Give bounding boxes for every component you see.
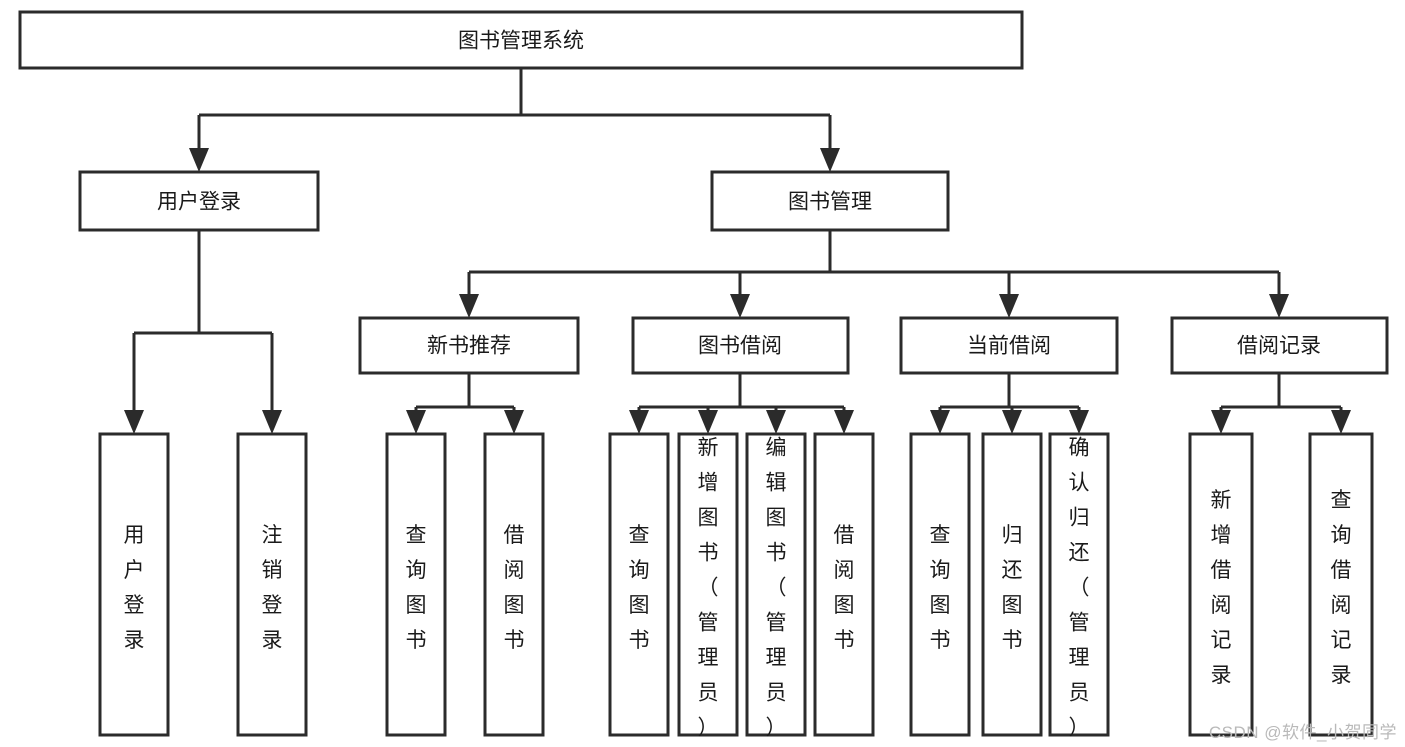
leaf-current-confirm[interactable]: 确认归还（管理员） bbox=[1048, 432, 1110, 739]
node-borrow-records-label: 借阅记录 bbox=[1237, 335, 1321, 358]
node-book-borrow[interactable]: 图书借阅 bbox=[631, 316, 850, 375]
leaf-current-query-box[interactable] bbox=[909, 432, 971, 737]
leaf-borrow-lend[interactable]: 借阅图书 bbox=[813, 432, 875, 737]
node-borrow-records[interactable]: 借阅记录 bbox=[1170, 316, 1389, 375]
leaf-user-login-label: 用户登录 bbox=[124, 524, 145, 652]
leaf-record-add[interactable]: 新增借阅记录 bbox=[1188, 432, 1254, 737]
leaf-current-return-label: 归还图书 bbox=[1002, 524, 1023, 652]
node-book-management-label: 图书管理 bbox=[788, 191, 872, 214]
leaf-record-query-label: 查询借阅记录 bbox=[1331, 489, 1352, 687]
leaf-record-add-box[interactable] bbox=[1188, 432, 1254, 737]
leaf-borrow-query[interactable]: 查询图书 bbox=[608, 432, 670, 737]
leaf-borrow-query-label: 查询图书 bbox=[629, 524, 650, 652]
arrow-head-bookmgmt bbox=[820, 148, 840, 172]
arrow-head-new-query bbox=[406, 410, 426, 434]
leaf-borrow-add[interactable]: 新增图书（管理员） bbox=[677, 432, 739, 739]
leaf-user-logout-box[interactable] bbox=[236, 432, 308, 737]
node-user-login[interactable]: 用户登录 bbox=[78, 170, 320, 232]
arrow-head-borrow-edit bbox=[766, 410, 786, 434]
leaf-user-logout-label: 注销登录 bbox=[262, 524, 283, 652]
leaf-new-borrow-box[interactable] bbox=[483, 432, 545, 737]
leaf-new-query-box[interactable] bbox=[385, 432, 447, 737]
leaf-current-confirm-box[interactable] bbox=[1048, 432, 1110, 737]
node-current-borrow-box[interactable] bbox=[899, 316, 1119, 375]
arrow-head-current-return bbox=[1002, 410, 1022, 434]
leaf-borrow-add-box[interactable] bbox=[677, 432, 739, 737]
leaf-user-login[interactable]: 用户登录 bbox=[98, 432, 170, 737]
connectors bbox=[124, 68, 1351, 434]
node-new-book-recommend-box[interactable] bbox=[358, 316, 580, 375]
node-root-box[interactable] bbox=[18, 10, 1024, 70]
node-new-book-recommend[interactable]: 新书推荐 bbox=[358, 316, 580, 375]
node-book-management[interactable]: 图书管理 bbox=[710, 170, 950, 232]
arrow-head-borrow-lend bbox=[834, 410, 854, 434]
arrow-head-new-borrow bbox=[504, 410, 524, 434]
leaf-new-borrow[interactable]: 借阅图书 bbox=[483, 432, 545, 737]
leaf-current-query[interactable]: 查询图书 bbox=[909, 432, 971, 737]
node-book-management-box[interactable] bbox=[710, 170, 950, 232]
leaf-record-query-box[interactable] bbox=[1308, 432, 1374, 737]
node-root-label: 图书管理系统 bbox=[458, 30, 584, 53]
node-user-login-box[interactable] bbox=[78, 170, 320, 232]
leaf-new-query[interactable]: 查询图书 bbox=[385, 432, 447, 737]
leaf-borrow-edit-label: 编辑图书（管理员） bbox=[766, 436, 787, 739]
leaf-user-logout[interactable]: 注销登录 bbox=[236, 432, 308, 737]
leaf-borrow-lend-label: 借阅图书 bbox=[834, 524, 855, 652]
leaf-nodes-layer: 用户登录 注销登录 查询图书 借阅图书 查询图书 新增图书（管理员） 编辑图书（管理员） 借阅… bbox=[98, 432, 1374, 739]
arrow-head-borrow-add bbox=[698, 410, 718, 434]
leaf-new-borrow-label: 借阅图书 bbox=[504, 524, 525, 652]
node-book-borrow-box[interactable] bbox=[631, 316, 850, 375]
leaf-borrow-edit-box[interactable] bbox=[745, 432, 807, 737]
node-book-borrow-label: 图书借阅 bbox=[698, 335, 782, 358]
arrow-head-borrow-query bbox=[629, 410, 649, 434]
leaf-user-login-box[interactable] bbox=[98, 432, 170, 737]
arrow-head-login bbox=[189, 148, 209, 172]
leaf-current-confirm-label: 确认归还（管理员） bbox=[1069, 436, 1090, 739]
leaf-borrow-query-box[interactable] bbox=[608, 432, 670, 737]
leaf-record-add-label: 新增借阅记录 bbox=[1211, 489, 1232, 687]
arrow-head-current-confirm bbox=[1069, 410, 1089, 434]
leaf-current-return[interactable]: 归还图书 bbox=[981, 432, 1043, 737]
arrow-head-user-login bbox=[124, 410, 144, 434]
arrow-head-current bbox=[999, 294, 1019, 318]
arrow-head-current-query bbox=[930, 410, 950, 434]
leaf-borrow-lend-box[interactable] bbox=[813, 432, 875, 737]
leaf-record-query[interactable]: 查询借阅记录 bbox=[1308, 432, 1374, 737]
arrow-head-records bbox=[1269, 294, 1289, 318]
leaf-current-return-box[interactable] bbox=[981, 432, 1043, 737]
arrow-head-record-query bbox=[1331, 410, 1351, 434]
leaf-borrow-edit[interactable]: 编辑图书（管理员） bbox=[745, 432, 807, 739]
arrow-head-record-add bbox=[1211, 410, 1231, 434]
node-new-book-recommend-label: 新书推荐 bbox=[427, 335, 511, 358]
node-borrow-records-box[interactable] bbox=[1170, 316, 1389, 375]
arrow-head-borrow bbox=[730, 294, 750, 318]
node-current-borrow[interactable]: 当前借阅 bbox=[899, 316, 1119, 375]
node-root[interactable]: 图书管理系统 bbox=[18, 10, 1024, 70]
arrow-head-newbook bbox=[459, 294, 479, 318]
leaf-borrow-add-label: 新增图书（管理员） bbox=[698, 436, 719, 739]
leaf-new-query-label: 查询图书 bbox=[406, 524, 427, 652]
arrow-head-user-logout bbox=[262, 410, 282, 434]
node-current-borrow-label: 当前借阅 bbox=[967, 335, 1051, 358]
leaf-current-query-label: 查询图书 bbox=[930, 524, 951, 652]
node-user-login-label: 用户登录 bbox=[157, 191, 241, 214]
